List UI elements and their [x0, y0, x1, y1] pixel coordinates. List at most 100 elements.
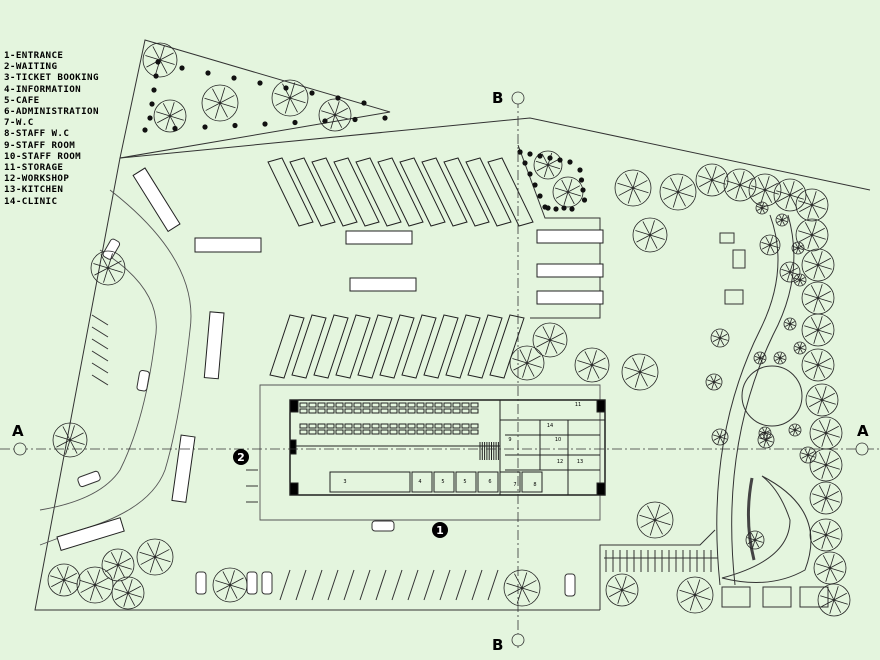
seat	[299, 423, 308, 429]
seat	[335, 429, 344, 435]
seat	[308, 423, 317, 429]
seat	[470, 429, 479, 435]
hedge-dot	[532, 182, 538, 188]
seat	[416, 402, 425, 408]
section-label-b-top: B	[492, 89, 503, 107]
seat	[344, 408, 353, 414]
parking-stripe	[91, 326, 109, 338]
bus-bay-top	[289, 157, 336, 227]
west-south-boundary	[34, 157, 600, 611]
play-equipment	[719, 232, 735, 244]
building-outline	[289, 399, 606, 496]
seat	[425, 423, 434, 429]
bus-bay-top	[465, 157, 512, 227]
play-equipment	[724, 289, 744, 305]
hedge-dot	[577, 167, 583, 173]
section-label-a-left: A	[12, 422, 24, 440]
legend-item: 10-STAFF ROOM	[4, 150, 82, 162]
room-ticket-booking	[329, 471, 411, 493]
seat	[407, 408, 416, 414]
legend: 1-ENTRANCE 2-WAITING 3-TICKET BOOKING 4-…	[4, 50, 99, 207]
seat	[443, 423, 452, 429]
seat	[380, 429, 389, 435]
tree-icon	[614, 169, 652, 207]
hedge-dot	[322, 118, 328, 124]
seat	[461, 408, 470, 414]
hedge-dot	[257, 80, 263, 86]
bus-bay-bottom	[357, 314, 393, 379]
tree-icon	[47, 563, 81, 597]
bus-zone-edge	[517, 144, 601, 319]
planter-box	[762, 586, 792, 608]
seat	[344, 429, 353, 435]
hedge-dot	[202, 124, 208, 130]
room-number: 5	[463, 479, 466, 485]
hedge-dot	[537, 193, 543, 199]
tree-icon	[793, 341, 807, 355]
legend-item: 11-STORAGE	[4, 162, 64, 174]
top-garden-outline	[119, 39, 391, 159]
seat	[326, 408, 335, 414]
tree-icon	[755, 201, 769, 215]
hedge-dot	[153, 73, 159, 79]
seat	[443, 402, 452, 408]
bus-bay-top	[311, 157, 358, 227]
legend-item: 14-CLINIC	[4, 195, 58, 207]
bus	[56, 517, 125, 552]
room-small	[433, 471, 455, 493]
bus	[203, 311, 225, 380]
access-road-outer	[39, 189, 192, 546]
seat	[425, 408, 434, 414]
section-marker-icon	[511, 633, 525, 647]
bus	[536, 229, 604, 244]
hedge-dot	[231, 75, 237, 81]
bus-bay-bottom	[467, 314, 503, 379]
bus-bay-bottom	[291, 314, 327, 379]
tree-icon	[90, 250, 126, 286]
seat	[443, 408, 452, 414]
parking-stripe	[359, 569, 371, 601]
terminal-building	[289, 399, 606, 496]
legend-item: 3-TICKET BOOKING	[4, 72, 99, 84]
car-parking	[77, 238, 576, 601]
tree-icon	[632, 217, 668, 253]
tree-icon	[509, 345, 545, 381]
seat	[353, 408, 362, 414]
room-number: 13	[577, 459, 583, 465]
seat	[452, 402, 461, 408]
column	[596, 399, 606, 413]
room-small	[411, 471, 433, 493]
tree-icon	[813, 551, 847, 585]
tree-icon	[788, 423, 802, 437]
legend-item: 4-INFORMATION	[4, 83, 82, 95]
hedge-dot	[149, 101, 155, 107]
hedge-dot	[309, 90, 315, 96]
parking-stripe	[487, 569, 499, 601]
bus	[132, 167, 181, 233]
tree-icon	[795, 188, 829, 222]
trees	[47, 42, 851, 617]
terminal-plaza	[259, 384, 601, 521]
park-path-inner	[731, 214, 795, 586]
access-road-inner	[39, 249, 157, 511]
entrance-marker	[432, 522, 448, 538]
tree-icon	[710, 328, 730, 348]
seat	[434, 408, 443, 414]
tree-icon	[801, 248, 835, 282]
seat	[443, 429, 452, 435]
tree-icon	[76, 566, 114, 604]
seat	[317, 408, 326, 414]
play-equipment	[732, 249, 746, 269]
section-label-b-bottom: B	[492, 636, 503, 654]
seat	[425, 402, 434, 408]
legend-item: 12-WORKSHOP	[4, 173, 70, 185]
crescent-feature	[721, 475, 812, 583]
bus-bay-bottom	[445, 314, 481, 379]
tree-icon	[111, 576, 145, 610]
tree-icon	[791, 241, 805, 255]
planter-box	[799, 586, 829, 608]
seat	[389, 423, 398, 429]
car	[195, 571, 207, 595]
